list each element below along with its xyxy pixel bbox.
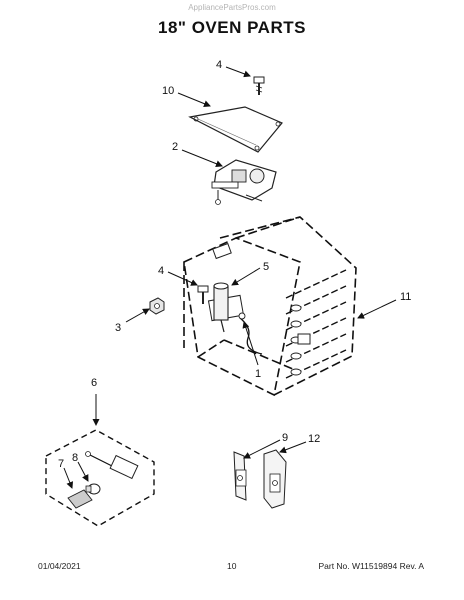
watermark-text: AppliancePartsPros.com <box>188 3 276 12</box>
callout-1: 1 <box>255 368 261 380</box>
footer-date: 01/04/2021 <box>38 561 81 571</box>
callout-7: 7 <box>58 458 64 470</box>
footer-part-number: Part No. W11519894 Rev. A <box>318 561 424 571</box>
callout-4-left: 4 <box>158 265 164 277</box>
callout-4-top: 4 <box>216 59 222 71</box>
rack-slot-holes <box>290 304 302 376</box>
page-title: 18" OVEN PARTS <box>158 18 306 37</box>
leader-arrows <box>63 66 397 489</box>
callout-11: 11 <box>400 291 411 303</box>
callout-3: 3 <box>115 322 121 334</box>
callout-2: 2 <box>172 141 178 153</box>
lamp-socket-assembly <box>85 451 139 480</box>
footer-page-number: 10 <box>227 561 237 571</box>
lamp-bulb-part-8 <box>85 483 101 495</box>
label-card-part-7 <box>67 489 93 509</box>
callout-9: 9 <box>282 432 288 444</box>
callout-8: 8 <box>72 452 78 464</box>
callout-10: 10 <box>162 85 174 97</box>
callout-6: 6 <box>91 377 97 389</box>
mounting-plate-part-10 <box>188 106 283 153</box>
callout-12: 12 <box>308 433 320 445</box>
hinge-part-9 <box>233 451 247 501</box>
kit-boundary-part-6 <box>45 429 155 527</box>
screw-part-4-left <box>197 285 209 304</box>
callout-5: 5 <box>263 261 269 273</box>
sensor-tube-part-5 <box>213 282 229 333</box>
screw-part-4-top <box>253 76 265 95</box>
oven-cavity-part-11 <box>183 216 357 397</box>
nut-part-3 <box>149 297 165 315</box>
switch-assembly-part-2 <box>211 159 277 205</box>
hinge-part-12 <box>263 449 287 509</box>
